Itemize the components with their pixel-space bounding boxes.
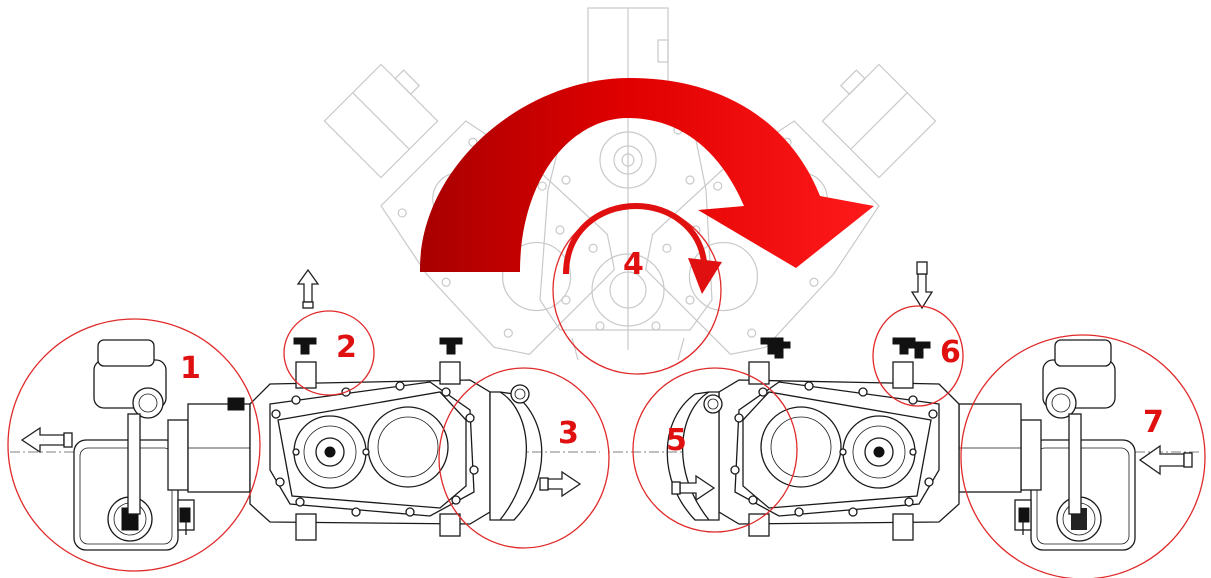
plug-icon	[767, 341, 791, 359]
small-rotation-arrow-icon	[563, 202, 722, 294]
highlight-circle-6	[872, 305, 964, 407]
pump-head-right	[1014, 339, 1136, 551]
highlight-circle-3	[438, 367, 610, 549]
highlight-circle-5	[632, 367, 798, 533]
step-label-3: 3	[558, 416, 579, 451]
step-label-2: 2	[336, 330, 357, 365]
ghost-pump-upright	[539, 7, 713, 361]
plug-icon	[907, 341, 931, 359]
highlight-circle-1	[7, 318, 261, 572]
step-label-1: 1	[180, 351, 201, 386]
step-label-7: 7	[1143, 405, 1164, 440]
pump-assembly-right	[609, 337, 1199, 551]
step-label-5: 5	[666, 423, 687, 458]
pump-head-left	[73, 339, 195, 551]
step-label-6: 6	[940, 335, 961, 370]
highlight-circle-7	[960, 334, 1206, 578]
highlight-circles	[7, 205, 1206, 578]
step-label-4: 4	[623, 247, 644, 282]
pump-assembly-left	[10, 337, 600, 551]
rotation-arrow-icon	[419, 78, 874, 272]
ghost-pump-rotation-sequence	[323, 7, 937, 361]
hollow-arrow-icon	[20, 261, 1193, 502]
highlight-circle-2	[283, 310, 375, 396]
